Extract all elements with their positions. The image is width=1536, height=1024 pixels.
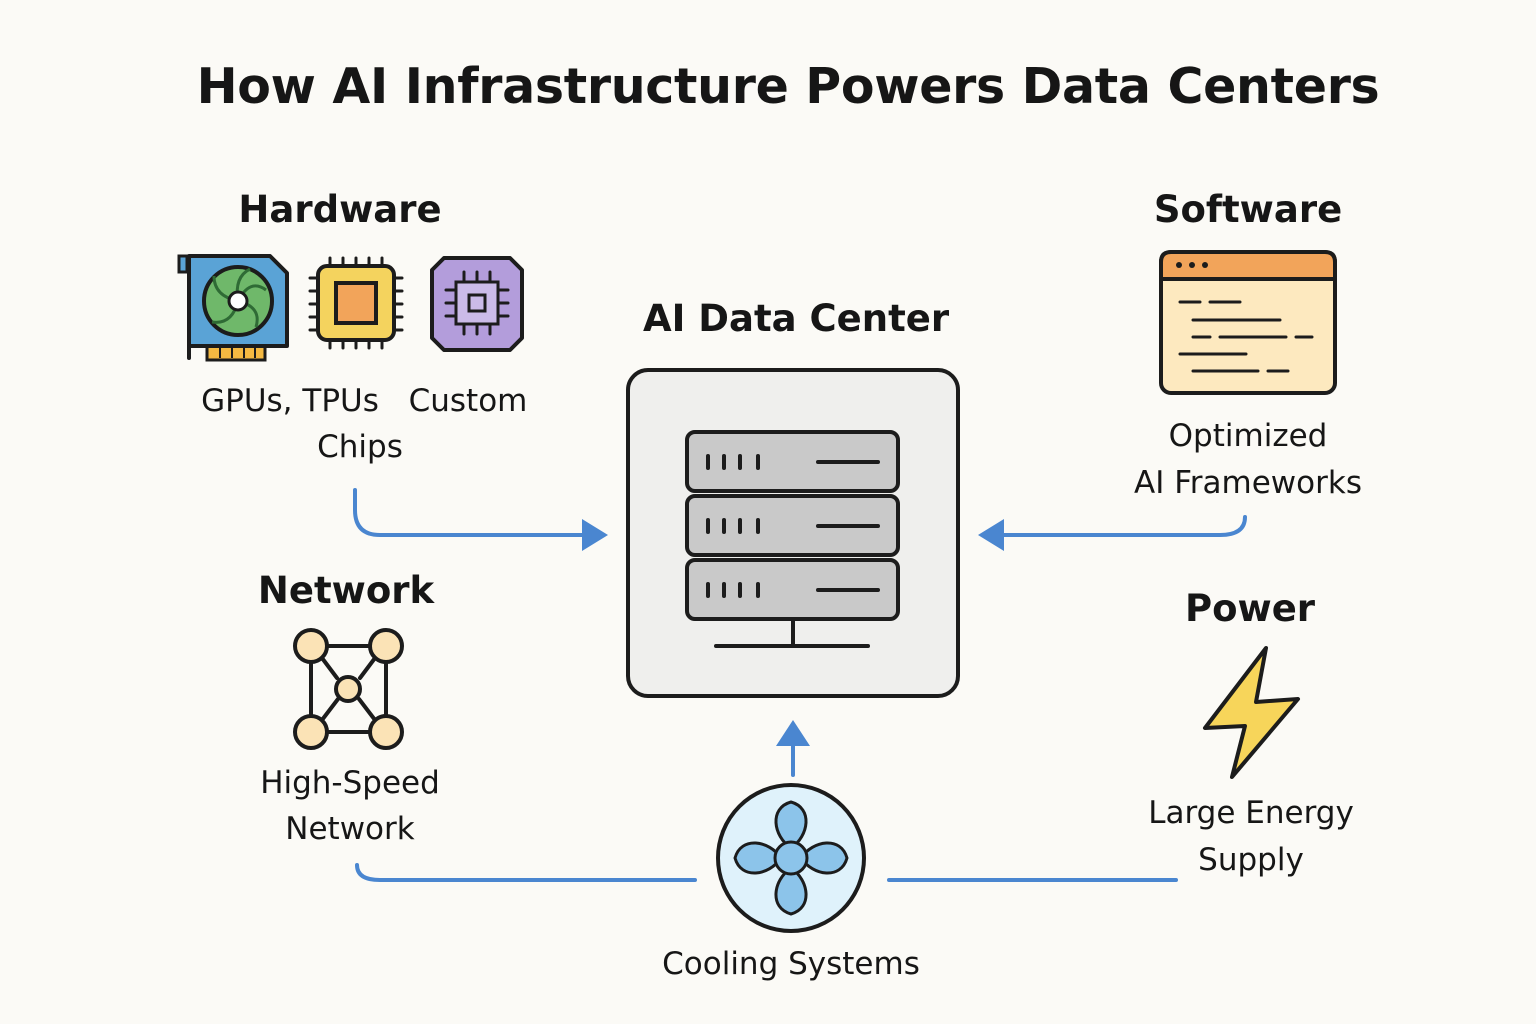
power-heading: Power [1184,587,1316,630]
power-caption-line2: Supply [1198,842,1304,878]
network-caption-line1: High-Speed [260,765,440,801]
cooling-fan-icon [716,783,866,933]
tpu-chip-icon [308,256,404,350]
hardware-caption-custom: Custom [408,383,528,419]
network-heading: Network [257,569,435,612]
hardware-caption-chips: Chips [317,429,403,465]
custom-chip-icon [430,256,524,352]
power-caption-line1: Large Energy [1148,795,1354,831]
page-title: How AI Infrastructure Powers Data Center… [196,58,1380,115]
hardware-caption-gpus: GPUs, TPUs [201,383,379,419]
code-window-icon [1159,250,1337,395]
software-connector [978,515,1247,551]
network-caption-line2: Network [285,811,415,847]
gpu-card-icon [177,254,289,362]
center-heading: AI Data Center [643,297,950,340]
cooling-up-connector [776,720,810,777]
software-caption-line1: Optimized [1168,418,1328,454]
hardware-heading: Hardware [238,188,442,231]
network-graph-icon [293,628,404,750]
software-heading: Software [1153,188,1343,231]
lightning-bolt-icon [1203,646,1300,779]
server-rack-icon [626,368,960,698]
network-cooling-connector [355,863,697,882]
hardware-connector [353,488,608,551]
software-caption-line2: AI Frameworks [1134,465,1362,501]
cooling-caption: Cooling Systems [662,946,920,982]
